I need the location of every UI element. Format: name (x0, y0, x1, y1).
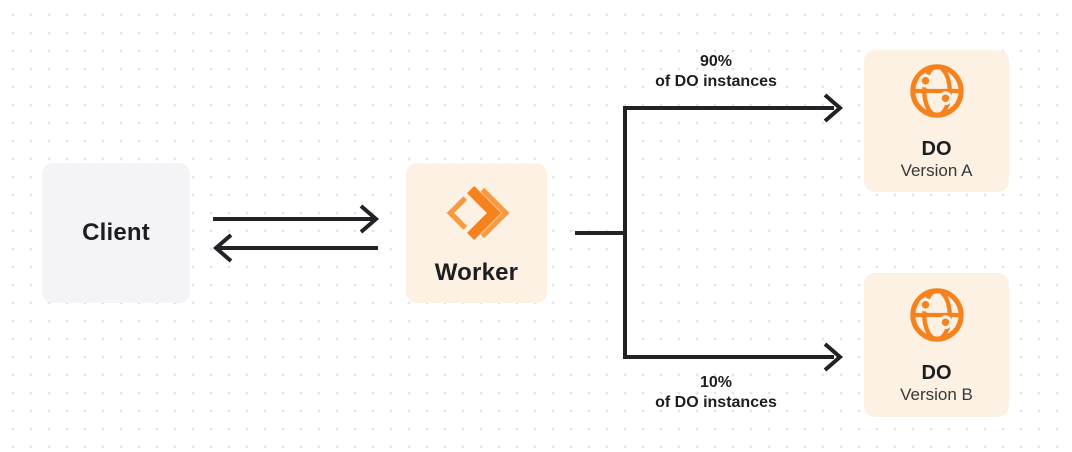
node-client: Client (42, 163, 190, 303)
node-do-version-b: DO Version B (864, 273, 1009, 417)
edge-label-10-percent-value: 10% (699, 374, 733, 391)
globe-icon (909, 288, 964, 342)
worker-label: Worker (434, 259, 519, 286)
do-b-label: DO (921, 362, 952, 384)
globe-icon (909, 64, 964, 118)
workers-logo-icon (446, 186, 510, 240)
do-b-version-label: Version B (900, 385, 973, 404)
edge-label-90-percent-value: 90% (699, 53, 733, 70)
arrow-client-to-worker (213, 204, 380, 234)
edge-label-10-percent-text: of DO instances (655, 394, 777, 411)
arrow-head-do-b (823, 342, 844, 372)
branch-split-line (623, 106, 834, 359)
do-a-version-label: Version A (900, 161, 973, 180)
node-worker: Worker (406, 163, 547, 303)
arrow-head-do-a (823, 93, 844, 123)
edge-label-90-percent: 90% of DO instances (596, 52, 836, 92)
do-a-label: DO (921, 138, 952, 160)
edge-label-90-percent-text: of DO instances (655, 73, 777, 90)
client-label: Client (82, 219, 150, 246)
edge-label-10-percent: 10% of DO instances (596, 373, 836, 413)
node-do-version-a: DO Version A (864, 50, 1009, 192)
arrow-worker-to-client (212, 233, 378, 263)
